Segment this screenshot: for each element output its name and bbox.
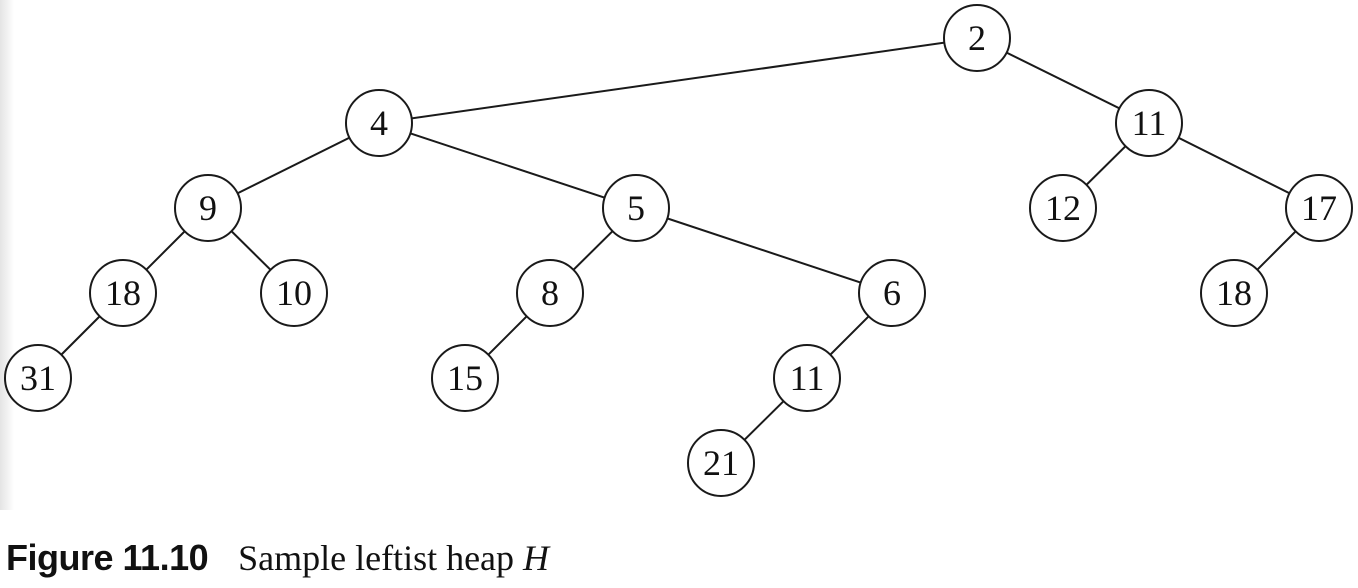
tree-node-circle bbox=[1285, 174, 1353, 242]
tree-node-n17: 17 bbox=[1285, 174, 1353, 242]
tree-edge-n2-n4 bbox=[378, 37, 978, 124]
tree-node-label: 8 bbox=[541, 273, 559, 313]
tree-node-circle bbox=[773, 344, 841, 412]
tree-node-label: 6 bbox=[883, 273, 901, 313]
tree-node-circle bbox=[1029, 174, 1097, 242]
tree-node-n18a: 18 bbox=[89, 259, 157, 327]
tree-node-n11b: 11 bbox=[773, 344, 841, 412]
tree-node-circle bbox=[4, 344, 72, 412]
tree-edge-n5-n6 bbox=[635, 207, 893, 294]
tree-node-circle bbox=[943, 4, 1011, 72]
tree-node-circle bbox=[516, 259, 584, 327]
tree-node-label: 18 bbox=[105, 273, 141, 313]
figure-caption-text: Sample leftist heap bbox=[238, 538, 524, 578]
tree-node-circle bbox=[89, 259, 157, 327]
tree-node-label: 9 bbox=[199, 188, 217, 228]
tree-node-n10: 10 bbox=[260, 259, 328, 327]
tree-node-n12: 12 bbox=[1029, 174, 1097, 242]
tree-node-label: 10 bbox=[276, 273, 312, 313]
tree-node-n21: 21 bbox=[687, 429, 755, 497]
tree-node-circle bbox=[260, 259, 328, 327]
tree-node-circle bbox=[858, 259, 926, 327]
tree-node-circle bbox=[345, 89, 413, 157]
tree-node-n11a: 11 bbox=[1115, 89, 1183, 157]
tree-edge-n4-n5 bbox=[378, 122, 637, 209]
tree-node-label: 5 bbox=[627, 188, 645, 228]
figure-caption: Figure 11.10 Sample leftist heap H bbox=[6, 536, 549, 581]
tree-node-n5: 5 bbox=[602, 174, 670, 242]
tree-node-n8: 8 bbox=[516, 259, 584, 327]
tree-node-circle bbox=[687, 429, 755, 497]
tree-node-n4: 4 bbox=[345, 89, 413, 157]
tree-node-n15: 15 bbox=[431, 344, 499, 412]
tree-node-label: 11 bbox=[1132, 103, 1167, 143]
tree-node-label: 15 bbox=[447, 358, 483, 398]
tree-node-n18b: 18 bbox=[1200, 259, 1268, 327]
tree-node-n2: 2 bbox=[943, 4, 1011, 72]
tree-node-circle bbox=[431, 344, 499, 412]
tree-node-circle bbox=[174, 174, 242, 242]
figure-label: Figure 11.10 bbox=[6, 537, 209, 578]
tree-node-label: 31 bbox=[20, 358, 56, 398]
tree-node-circle bbox=[1115, 89, 1183, 157]
tree-node-label: 18 bbox=[1216, 273, 1252, 313]
leftist-heap-tree: 2 4 11 9 5 12 17 18 10 8 6 18 31 15 11 21 bbox=[4, 4, 1353, 497]
tree-node-label: 21 bbox=[703, 443, 739, 483]
tree-node-label: 4 bbox=[370, 103, 388, 143]
tree-node-n31: 31 bbox=[4, 344, 72, 412]
tree-node-label: 2 bbox=[968, 18, 986, 58]
tree-node-n6: 6 bbox=[858, 259, 926, 327]
tree-nodes: 2 4 11 9 5 12 17 18 10 8 6 18 31 15 11 21 bbox=[4, 4, 1353, 497]
tree-node-label: 17 bbox=[1301, 188, 1337, 228]
tree-node-n9: 9 bbox=[174, 174, 242, 242]
tree-node-label: 11 bbox=[790, 358, 825, 398]
tree-node-circle bbox=[1200, 259, 1268, 327]
tree-node-circle bbox=[602, 174, 670, 242]
tree-node-label: 12 bbox=[1045, 188, 1081, 228]
figure-caption-variable: H bbox=[523, 538, 550, 578]
